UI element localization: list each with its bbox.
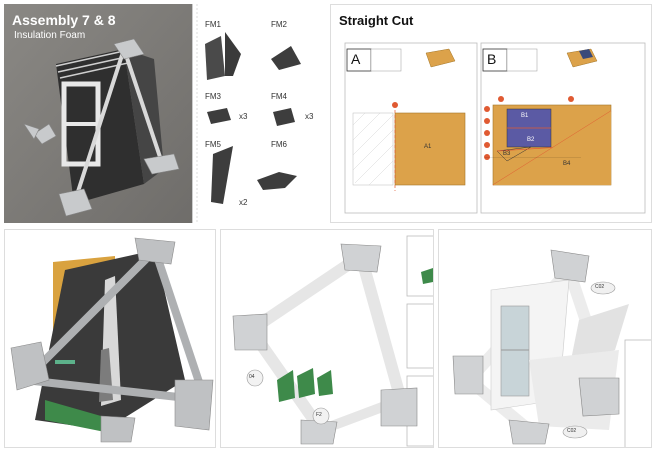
assembly-subtitle: Insulation Foam xyxy=(14,30,86,41)
node-connectors xyxy=(232,243,418,445)
fm4-shape xyxy=(273,108,295,126)
node-connectors xyxy=(10,237,214,443)
assembly-render xyxy=(4,4,192,223)
frame-render xyxy=(232,235,433,447)
sheet-a-thumb xyxy=(425,48,456,68)
piece-b3-label: B3 xyxy=(503,151,511,157)
sheet-b-letter: B xyxy=(487,51,497,67)
fm1-shape xyxy=(205,36,225,80)
render-panel-orange xyxy=(4,229,216,448)
part-qty-fm3: x3 xyxy=(239,112,248,121)
fm3-shape xyxy=(207,108,231,124)
piece-b2-label: B2 xyxy=(527,137,535,143)
fm5-shape xyxy=(211,146,233,204)
part-label-fm6: FM6 xyxy=(271,140,287,149)
window xyxy=(500,305,530,397)
straight-cut-title: Straight Cut xyxy=(339,13,414,28)
assembly-render-panel: Assembly 7 & 8 Insulation Foam xyxy=(4,4,192,223)
piece-a1-label: A1 xyxy=(424,144,432,150)
piece-a1 xyxy=(394,112,466,186)
callout-04: 04 xyxy=(249,374,255,380)
piece-b4-label: B4 xyxy=(563,161,571,167)
window-render xyxy=(452,249,651,447)
fm6-shape xyxy=(257,172,297,190)
node-connectors xyxy=(23,38,180,217)
assembly-title: Assembly 7 & 8 xyxy=(12,12,116,28)
part-label-fm1: FM1 xyxy=(205,20,221,29)
callout-c02-bottom: C02 xyxy=(567,428,577,434)
node-connectors xyxy=(452,249,620,445)
green-foam-pieces xyxy=(277,268,433,402)
orange-board-render xyxy=(10,237,214,443)
part-label-fm3: FM3 xyxy=(205,92,221,101)
parts-panel: FM1 FM2 FM3 x3 FM4 x3 FM5 x2 FM6 xyxy=(192,4,325,223)
fm2-shape xyxy=(271,46,301,70)
part-qty-fm5: x2 xyxy=(239,198,248,207)
part-label-fm5: FM5 xyxy=(205,140,221,149)
part-qty-fm4: x3 xyxy=(305,112,314,121)
sheet-a-letter: A xyxy=(351,51,361,67)
straight-cut-panel: Straight Cut A B A1 B1 B2 B3 B4 xyxy=(330,4,652,223)
piece-b1-label: B1 xyxy=(521,113,529,119)
render-panel-frame: 04 F2 xyxy=(220,229,434,448)
callout-f2: F2 xyxy=(316,412,322,418)
callout-c02-top: C02 xyxy=(595,284,605,290)
parts-drawing xyxy=(196,4,301,223)
part-label-fm2: FM2 xyxy=(271,20,287,29)
part-label-fm4: FM4 xyxy=(271,92,287,101)
cut-sheets-drawing xyxy=(344,42,646,214)
render-panel-window: C02 C02 xyxy=(438,229,652,448)
